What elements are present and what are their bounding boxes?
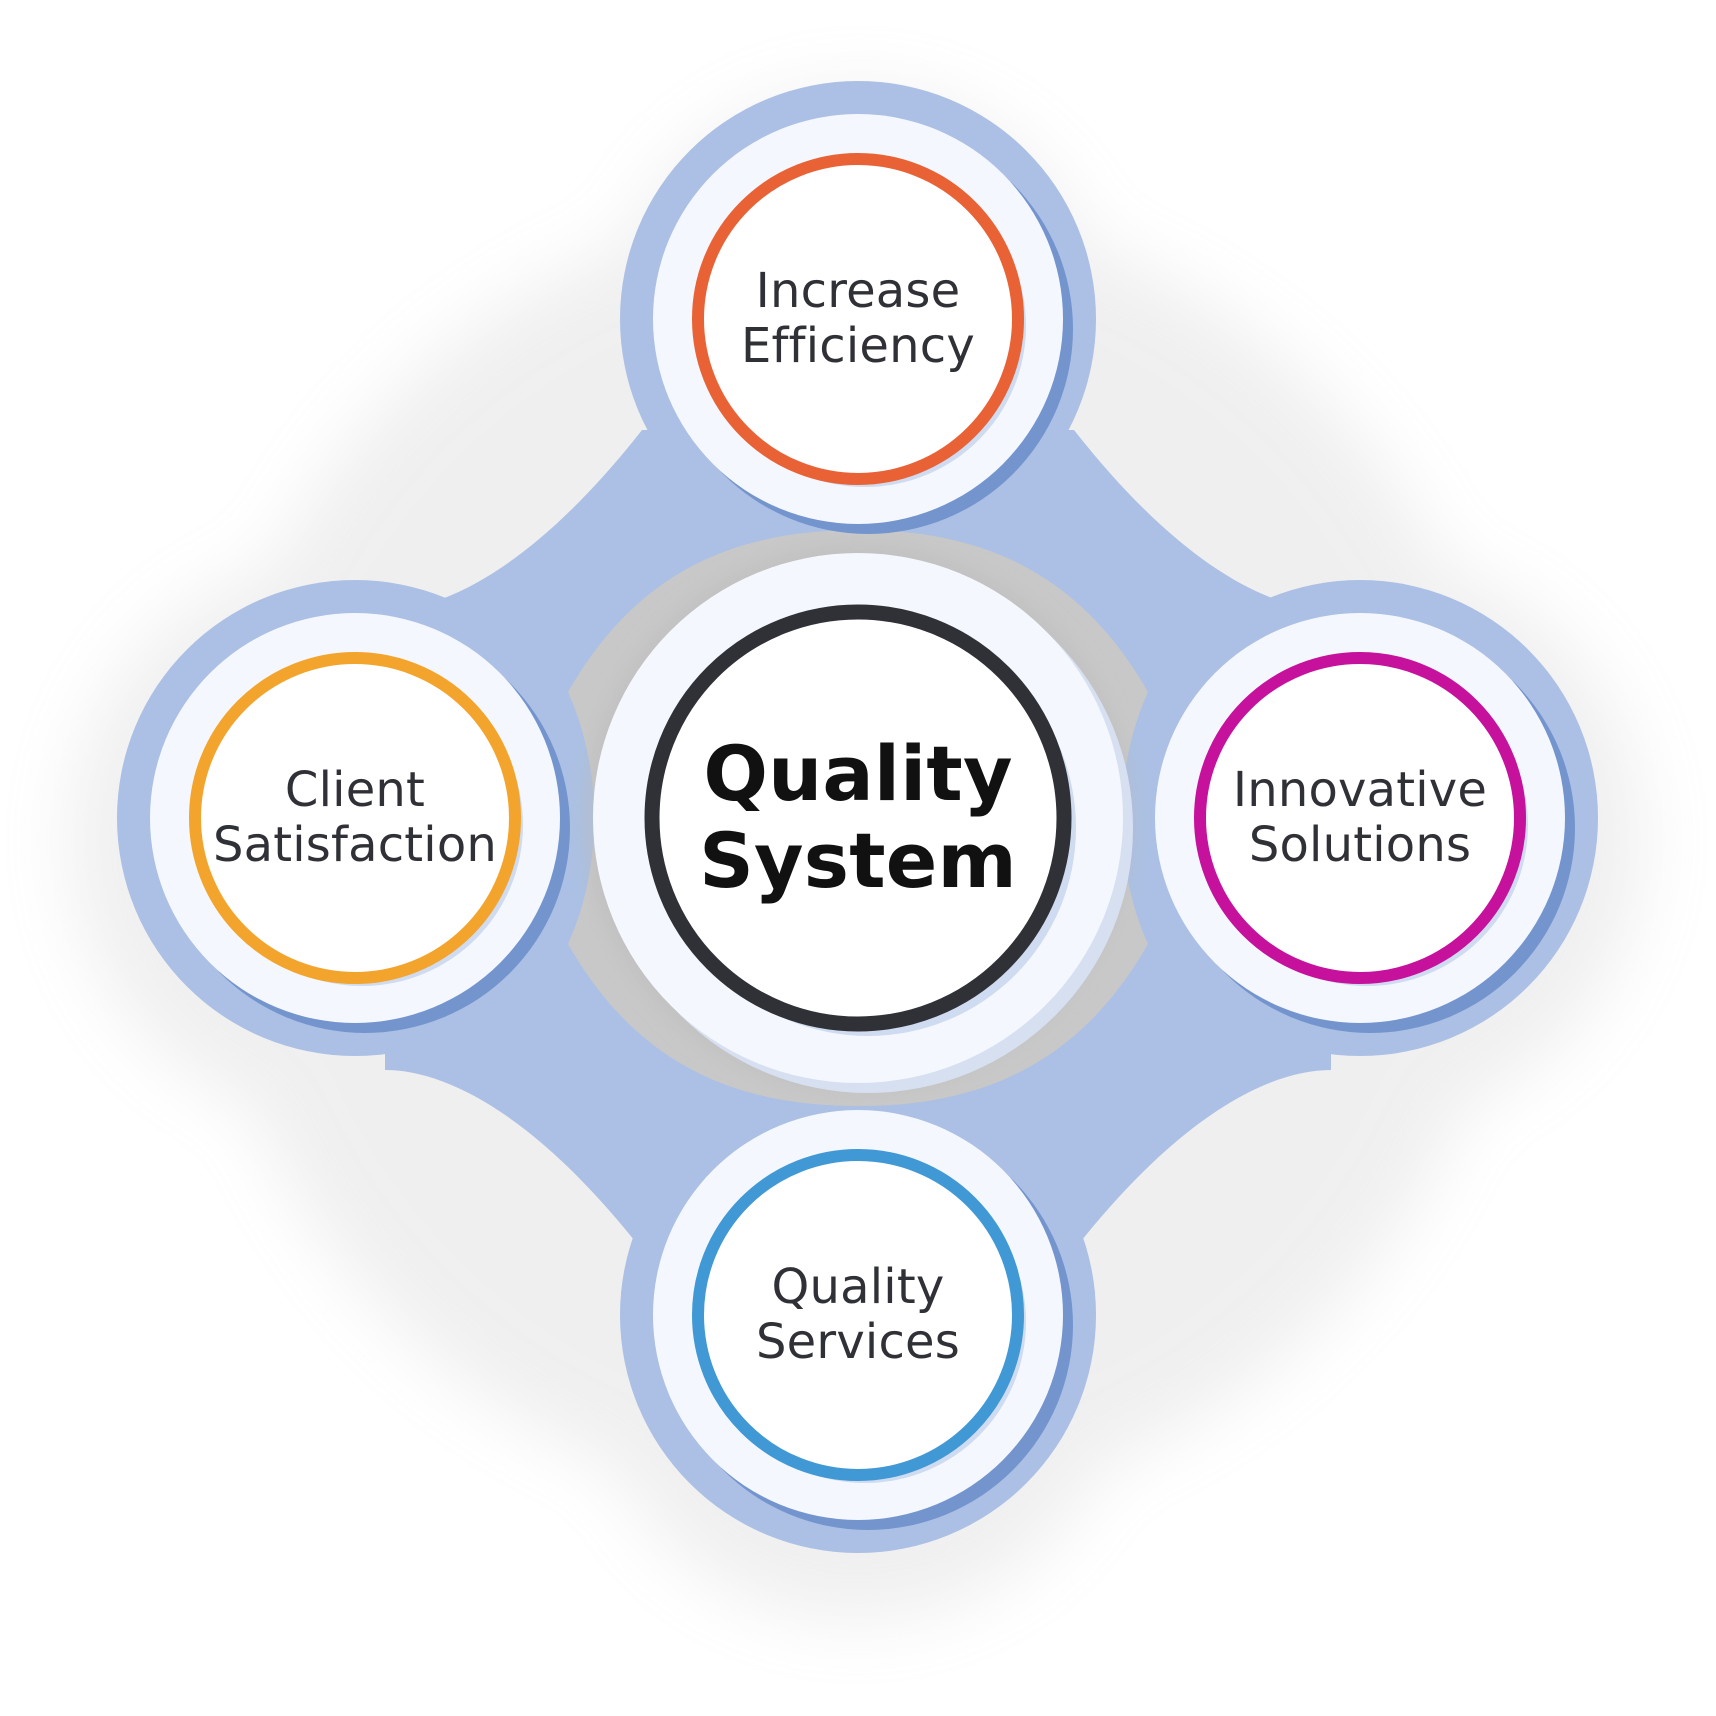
node-graphics (150, 114, 1575, 1530)
increase-efficiency-ring (692, 153, 1024, 485)
innovative-solutions-ring (1194, 652, 1526, 984)
quality-services-ring (692, 1149, 1024, 1481)
client-satisfaction-ring (189, 652, 521, 984)
center-ring (644, 604, 1072, 1032)
